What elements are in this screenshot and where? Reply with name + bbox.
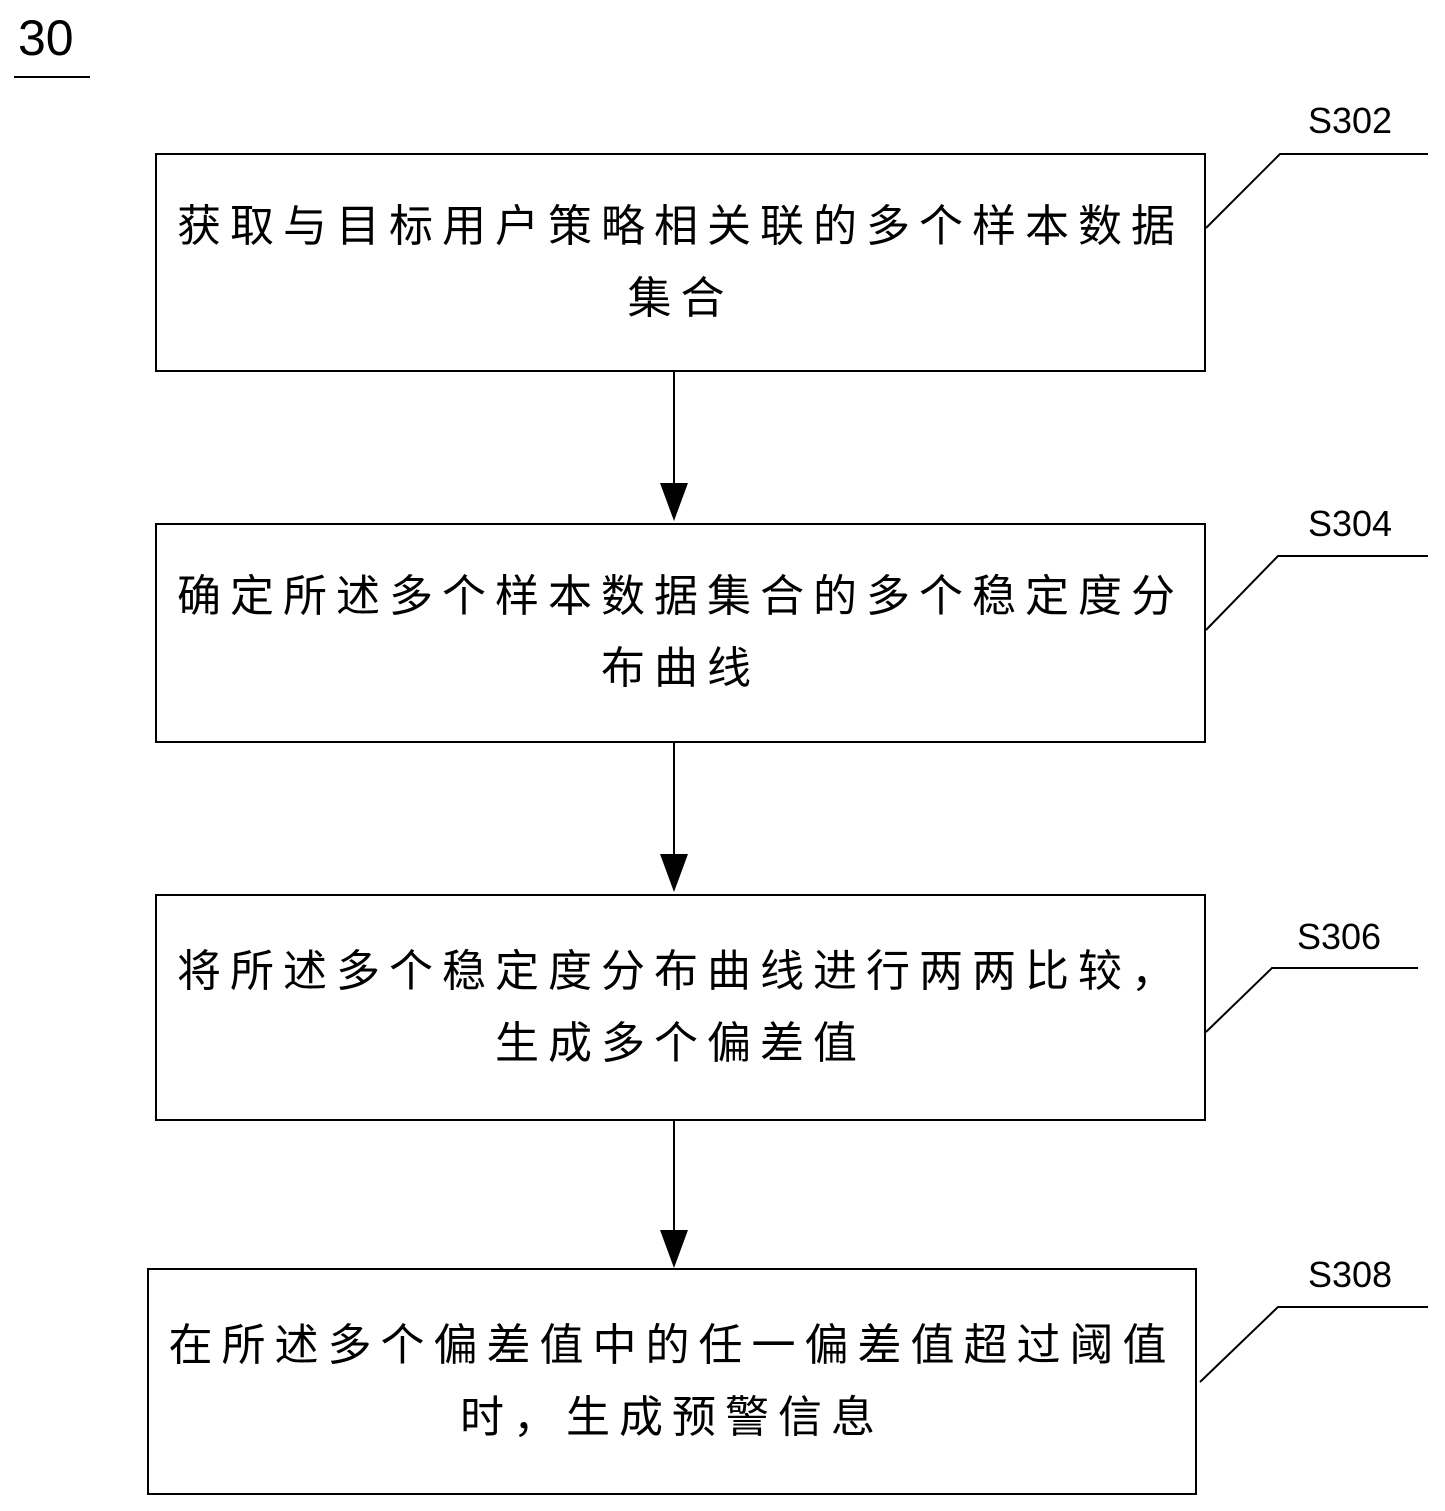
step-text-s302: 获取与目标用户策略相关联的多个样本数据集合 (177, 200, 1184, 324)
leader-line-s306 (1205, 967, 1418, 1033)
step-label-s308: S308 (1308, 1254, 1393, 1295)
figure-number-underline (14, 76, 90, 78)
arrow-s304-s306 (660, 743, 688, 892)
step-text-s308: 在所述多个偏差值中的任一偏差值超过阈值时，生成预警信息 (168, 1319, 1176, 1443)
step-text-s306: 将所述多个稳定度分布曲线进行两两比较，生成多个偏差值 (177, 945, 1184, 1069)
step-box-s306: 将所述多个稳定度分布曲线进行两两比较，生成多个偏差值 (155, 894, 1206, 1121)
leader-line-s302 (1205, 153, 1428, 229)
step-text-s304: 确定所述多个样本数据集合的多个稳定度分布曲线 (177, 571, 1184, 694)
step-label-s302: S302 (1308, 100, 1393, 141)
figure-number: 30 (18, 10, 74, 66)
step-box-s308: 在所述多个偏差值中的任一偏差值超过阈值时，生成预警信息 (147, 1268, 1197, 1495)
step-box-s304: 确定所述多个样本数据集合的多个稳定度分布曲线 (155, 523, 1206, 743)
step-box-s302: 获取与目标用户策略相关联的多个样本数据集合 (155, 153, 1206, 372)
arrow-s302-s304 (660, 372, 688, 521)
arrow-s306-s308 (660, 1121, 688, 1268)
step-label-s306: S306 (1297, 916, 1382, 957)
leader-line-s308 (1199, 1306, 1428, 1383)
step-label-s304: S304 (1308, 503, 1393, 544)
leader-line-s304 (1205, 555, 1428, 631)
